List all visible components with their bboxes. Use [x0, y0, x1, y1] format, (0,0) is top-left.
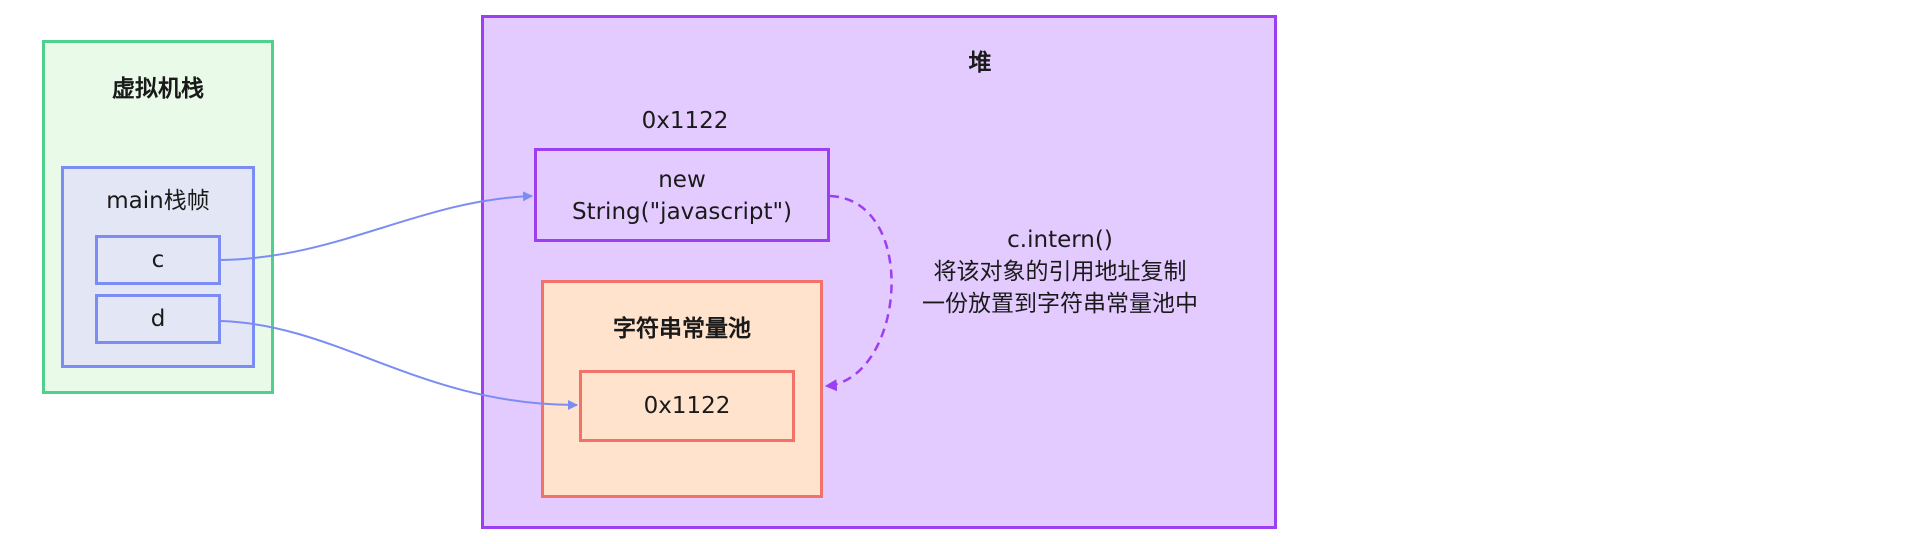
variable-d-box	[95, 294, 221, 344]
string-object-box	[534, 148, 830, 242]
main-frame-title: main栈帧	[106, 188, 210, 214]
intern-annotation-line3: 一份放置到字符串常量池中	[922, 291, 1198, 317]
string-pool-entry-box	[579, 370, 795, 442]
intern-annotation-line2: 将该对象的引用地址复制	[933, 259, 1187, 285]
vm-stack-title: 虚拟机栈	[112, 76, 204, 102]
variable-c-box	[95, 235, 221, 285]
reference-arrow-c-to-object	[220, 191, 533, 261]
variable-c-label: c	[151, 247, 165, 273]
string-object-line2: String("javascript")	[571, 199, 793, 225]
variable-d-label: d	[150, 306, 166, 332]
intern-annotation-line1: c.intern()	[1007, 227, 1113, 253]
reference-arrow-d-to-pool-entry	[220, 320, 578, 410]
intern-arrow-object-to-pool	[824, 194, 893, 392]
heap-title: 堆	[968, 50, 992, 76]
string-pool-entry-label: 0x1122	[643, 393, 731, 419]
string-pool-title: 字符串常量池	[613, 316, 751, 342]
string-object-line1: new	[658, 167, 706, 193]
object-address-label: 0x1122	[641, 108, 729, 134]
